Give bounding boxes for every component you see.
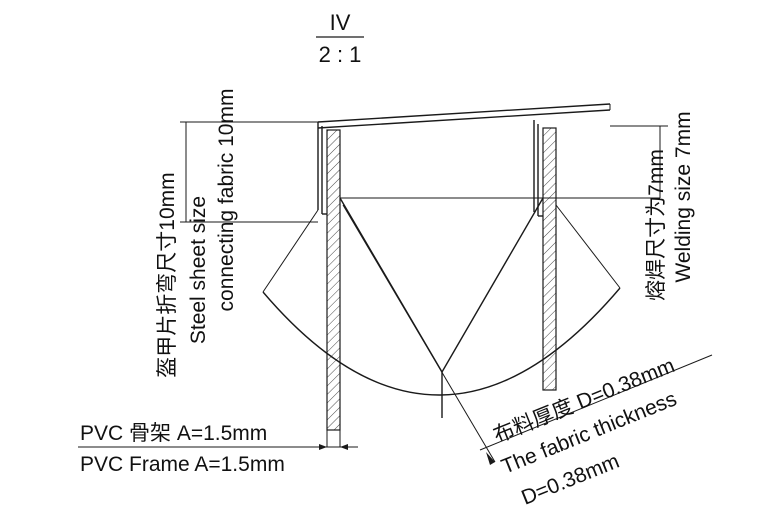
pvc-label-cn: PVC 骨架 A=1.5mm — [80, 422, 267, 445]
section-header: IV 2 : 1 — [316, 10, 364, 67]
steel-sheet-dimension — [180, 121, 318, 223]
right-pvc-frame — [533, 120, 557, 391]
weld-label-en: Welding size 7mm — [672, 111, 695, 282]
pvc-dimension — [78, 444, 358, 450]
left-pvc-frame — [317, 122, 341, 447]
section-scale: 2 : 1 — [319, 42, 362, 67]
weld-label-cn: 熔焊尺寸为7mm — [645, 149, 668, 301]
steel-sheet-top — [317, 103, 611, 129]
section-id: IV — [330, 10, 351, 35]
steel-sheet-label-en-1: Steel sheet size — [187, 196, 210, 344]
pvc-label-en: PVC Frame A=1.5mm — [80, 453, 285, 476]
fabric-dimension — [479, 354, 713, 465]
fabric-lines — [262, 197, 621, 463]
steel-sheet-label-en-2: connecting fabric 10mm — [215, 89, 238, 312]
weld-dimension — [610, 125, 668, 198]
fabric-arc — [262, 287, 621, 396]
steel-sheet-label-cn: 盔甲片折弯尺寸10mm — [156, 172, 179, 377]
